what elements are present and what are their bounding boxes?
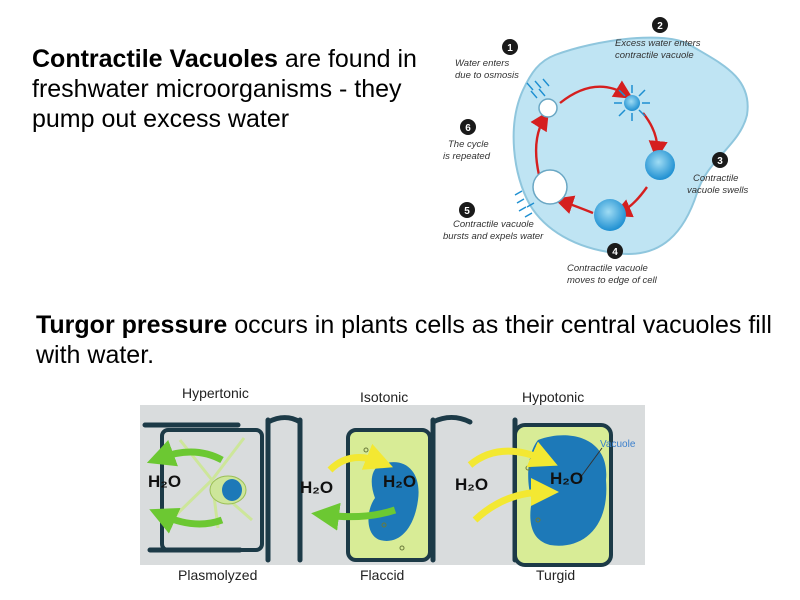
step-3-number: 3: [717, 156, 723, 167]
step-6-number: 6: [465, 123, 471, 134]
hypotonic-arrow-in-bottom: [472, 478, 559, 523]
cycle-arrow-5: [530, 110, 549, 176]
caption-flaccid: Flaccid: [360, 567, 404, 583]
vacuole-label: Vacuole: [600, 439, 636, 450]
step-4-line2: moves to edge of cell: [567, 275, 658, 286]
header-hypertonic: Hypertonic: [182, 385, 249, 401]
flaccid-cell: [346, 428, 432, 562]
vacuole-small: [538, 98, 558, 118]
plant-cell-tonicity-diagram: Vacuole H₂O H₂O H₂O H₂O H₂O Hypertonic I…: [140, 385, 645, 583]
vacuole-pointer-line: [579, 447, 603, 479]
plasmolyzed-cell: [160, 428, 264, 552]
step-4: 4 Contractile vacuole moves to edge of c…: [567, 243, 658, 286]
water-expel-marks: [514, 190, 535, 218]
step-1-number: 1: [507, 43, 513, 54]
step-3-line1: Contractile: [693, 173, 738, 184]
h2o-label-isotonic-vacuole: H₂O: [383, 472, 416, 491]
h2o-label-hypertonic: H₂O: [148, 472, 181, 491]
hypertonic-arrow-out-bottom: [149, 508, 224, 534]
step-1-line2: due to osmosis: [455, 70, 519, 81]
step-2-number: 2: [657, 21, 663, 32]
vacuole-swollen: [645, 150, 675, 180]
step-2-line1: Excess water enters: [615, 38, 701, 49]
step-4-number: 4: [612, 247, 618, 258]
turgor-pressure-description: occurs in plants cells as their central …: [36, 311, 772, 369]
isotonic-arrow-out: [311, 502, 397, 531]
organism-cell: [512, 36, 749, 255]
step-6: 6 The cycle is repeated: [443, 119, 491, 162]
turgor-pressure-term: Turgor pressure: [36, 311, 228, 339]
vacuole-filling: [614, 85, 650, 121]
step-5-line1: Contractile vacuole: [453, 219, 534, 230]
step-6-line1: The cycle: [448, 139, 489, 150]
step-3: 3 Contractile vacuole swells: [687, 152, 748, 196]
turgor-pressure-text: Turgor pressure occurs in plants cells a…: [36, 310, 776, 370]
contractile-vacuole-description: are found in freshwater microorganisms -…: [32, 45, 417, 133]
contractile-vacuole-text: Contractile Vacuoles are found in freshw…: [32, 44, 422, 134]
water-entry-marks: [526, 78, 550, 99]
vacuole-at-edge: [594, 199, 626, 231]
cycle-arrow-2: [642, 112, 668, 161]
contractile-vacuole-cycle-diagram: 1 Water enters due to osmosis 2 Excess w…: [443, 17, 749, 286]
caption-turgid: Turgid: [536, 567, 575, 583]
step-3-line2: vacuole swells: [687, 185, 748, 196]
step-1: 1 Water enters due to osmosis: [455, 39, 519, 81]
step-2-line2: contractile vacuole: [615, 50, 694, 61]
step-2: 2 Excess water enters contractile vacuol…: [615, 17, 701, 61]
vacuole-bursting: [532, 169, 568, 205]
step-6-line2: is repeated: [443, 151, 491, 162]
caption-plasmolyzed: Plasmolyzed: [178, 567, 257, 583]
h2o-label-hypotonic-outside: H₂O: [455, 475, 488, 494]
contractile-vacuole-term: Contractile Vacuoles: [32, 45, 278, 73]
header-isotonic: Isotonic: [360, 389, 408, 405]
step-5-line2: bursts and expels water: [443, 231, 544, 242]
step-5: 5 Contractile vacuole bursts and expels …: [443, 202, 544, 242]
step-1-line1: Water enters: [455, 58, 509, 69]
hypotonic-arrow-in-top: [467, 441, 558, 468]
header-hypotonic: Hypotonic: [522, 389, 584, 405]
h2o-label-hypotonic-vacuole: H₂O: [550, 469, 583, 488]
h2o-label-isotonic-outside: H₂O: [300, 478, 333, 497]
step-4-line1: Contractile vacuole: [567, 263, 648, 274]
hypertonic-arrow-out-top: [146, 440, 224, 467]
cycle-arrow-4: [554, 195, 594, 215]
step-5-number: 5: [464, 206, 470, 217]
isotonic-arrow-in: [327, 443, 394, 473]
